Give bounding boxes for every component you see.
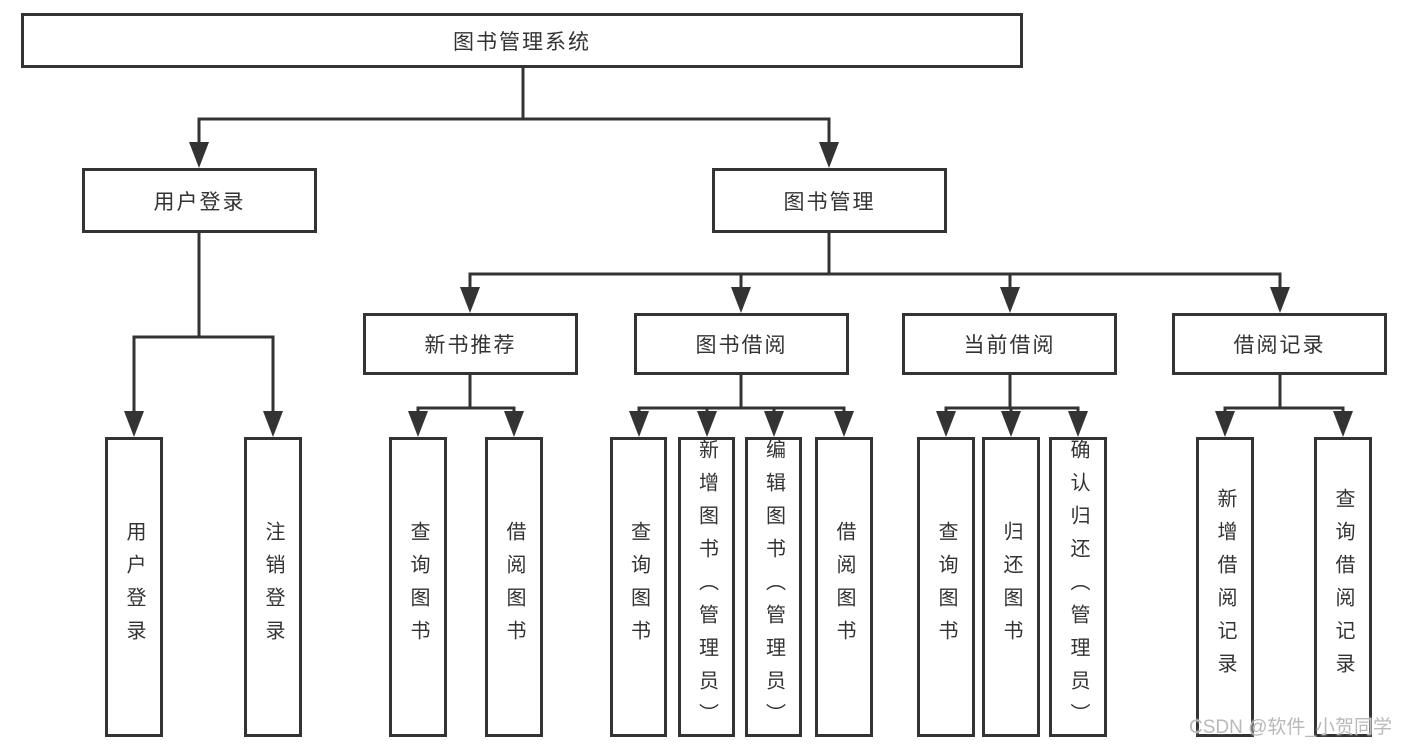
leaf-edit-books-admin: 编辑图书（管理员） (745, 437, 802, 737)
leaf-add-borrow-record: 新增借阅记录 (1196, 437, 1254, 737)
arrowhead (1001, 411, 1021, 437)
arrowhead (1000, 287, 1020, 313)
arrowhead (189, 142, 209, 168)
node-book-management-label: 图书管理 (783, 190, 876, 214)
leaf-borrow-books-recommend-label: 借阅图书 (503, 521, 525, 653)
node-user-login-label: 用户登录 (153, 190, 246, 214)
leaf-edit-books-admin-label: 编辑图书（管理员） (762, 438, 785, 736)
node-borrowing-records-label: 借阅记录 (1233, 334, 1326, 357)
arrowhead (834, 411, 854, 437)
leaf-return-books: 归还图书 (982, 437, 1040, 737)
arrowhead (1215, 411, 1235, 437)
leaf-return-books-label: 归还图书 (1000, 521, 1022, 653)
arrowhead (1333, 411, 1353, 437)
node-root-system: 图书管理系统 (21, 13, 1023, 68)
leaf-borrow-books: 借阅图书 (815, 437, 873, 737)
connector-level2-branch (197, 117, 831, 148)
leaf-query-books-recommend: 查询图书 (389, 437, 447, 737)
node-new-book-recommend-label: 新书推荐 (424, 334, 517, 357)
leaf-logout-label: 注销登录 (262, 521, 284, 653)
leaf-logout: 注销登录 (244, 437, 302, 737)
connector-group4-branch (1223, 406, 1345, 417)
arrowhead (504, 411, 524, 437)
node-current-borrowing: 当前借阅 (902, 313, 1117, 375)
watermark: CSDN @软件_小贺同学 (1189, 717, 1392, 738)
leaf-borrow-books-recommend: 借阅图书 (485, 437, 543, 737)
leaf-confirm-return-admin: 确认归还（管理员） (1049, 437, 1107, 737)
connector-level3-branch (468, 272, 1282, 293)
arrowhead (819, 142, 839, 168)
connector-group-stubs (468, 373, 1282, 410)
leaf-query-borrow-record-label: 查询借阅记录 (1332, 488, 1354, 686)
leaf-confirm-return-admin-label: 确认归还（管理员） (1067, 438, 1089, 736)
connector-userlogin-branch (132, 335, 275, 417)
node-current-borrowing-label: 当前借阅 (963, 334, 1056, 357)
leaf-query-books-borrowing: 查询图书 (610, 437, 667, 737)
node-book-borrowing-label: 图书借阅 (695, 334, 788, 357)
arrowhead (764, 411, 784, 437)
arrowhead (408, 411, 428, 437)
leaf-query-books-current: 查询图书 (917, 437, 975, 737)
arrowhead (460, 287, 480, 313)
leaf-query-books-current-label: 查询图书 (935, 521, 957, 653)
arrowhead (1270, 287, 1290, 313)
node-book-borrowing: 图书借阅 (634, 313, 849, 375)
leaf-user-login: 用户登录 (105, 437, 163, 737)
arrowhead (731, 287, 751, 313)
connector-group1-branch (416, 406, 516, 417)
arrowheads (124, 142, 1353, 437)
node-borrowing-records: 借阅记录 (1172, 313, 1387, 375)
leaf-add-books-admin-label: 新增图书（管理员） (695, 438, 718, 736)
leaf-add-books-admin: 新增图书（管理员） (678, 437, 735, 737)
node-book-management: 图书管理 (712, 168, 947, 233)
arrowhead (1068, 411, 1088, 437)
leaf-query-books-borrowing-label: 查询图书 (627, 521, 650, 653)
connector-group2-branch (637, 406, 846, 417)
leaf-query-borrow-record: 查询借阅记录 (1314, 437, 1372, 737)
leaf-borrow-books-label: 借阅图书 (833, 521, 855, 653)
arrowhead (697, 411, 717, 437)
leaf-add-borrow-record-label: 新增借阅记录 (1214, 488, 1236, 686)
leaf-user-login-label: 用户登录 (123, 521, 145, 653)
node-new-book-recommend: 新书推荐 (363, 313, 578, 375)
arrowhead (263, 411, 283, 437)
leaf-query-books-recommend-label: 查询图书 (407, 521, 429, 653)
arrowhead (629, 411, 649, 437)
arrowhead (124, 411, 144, 437)
node-root-label: 图书管理系统 (453, 30, 591, 54)
node-user-login: 用户登录 (82, 168, 317, 233)
arrowhead (936, 411, 956, 437)
